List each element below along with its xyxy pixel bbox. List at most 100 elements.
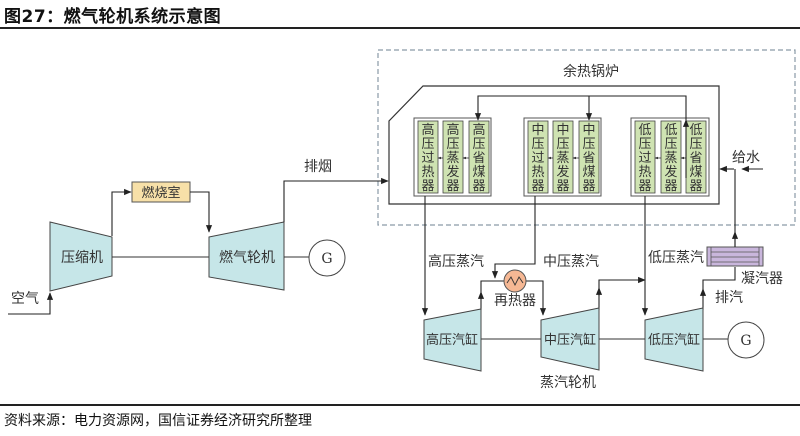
unit-label-char: 煤 [472, 165, 485, 180]
unit-label-char: 压 [582, 137, 595, 152]
lp-superheater: 低压过热器 [634, 120, 656, 194]
gas-generator-label: G [321, 251, 332, 267]
unit-label-char: 省 [472, 151, 485, 166]
flue-gas-label: 排烟 [304, 159, 332, 175]
flue-gas-line [283, 177, 389, 222]
unit-label-char: 热 [531, 165, 544, 180]
unit-label-char: 器 [582, 179, 595, 194]
svg-text:中压过热器: 中压过热器 [531, 123, 544, 194]
unit-label-char: 高 [421, 122, 434, 138]
unit-label-char: 蒸 [664, 151, 677, 166]
gas-generator [308, 239, 346, 277]
ip-evaporator: 中压蒸发器 [552, 120, 574, 194]
steam-turbine-label: 蒸汽轮机 [540, 375, 596, 391]
unit-label-char: 发 [556, 164, 569, 180]
unit-label-char: 器 [638, 179, 651, 194]
unit-label-char: 发 [446, 164, 459, 180]
unit-label-char: 过 [638, 151, 651, 166]
unit-label-char: 中 [556, 123, 569, 138]
unit-label-char: 压 [472, 137, 485, 152]
unit-label-char: 过 [421, 151, 434, 166]
hrsg-boundary [377, 49, 796, 226]
title-rule [0, 27, 800, 29]
unit-label: 高压过热器 [421, 122, 434, 194]
unit-label-char: 低 [664, 123, 677, 138]
lp-evaporator: 低压蒸发器 [660, 120, 682, 194]
unit-label-char: 蒸 [556, 151, 569, 166]
gas-turbine-label: 燃气轮机 [219, 249, 275, 266]
gas-turbine [208, 221, 285, 291]
hot-gas-line [190, 191, 213, 233]
unit-label-char: 低 [638, 123, 651, 138]
hp-superheater: 高压过热器 [417, 120, 439, 194]
air-label: 空气 [11, 291, 39, 307]
reheater-label: 再热器 [494, 293, 536, 309]
hp-steam-label: 高压蒸汽 [428, 253, 484, 270]
steam-generator-label: G [740, 333, 751, 349]
unit-label: 高压蒸发器 [446, 122, 459, 194]
combustor-label: 燃烧室 [141, 185, 180, 201]
feedwater-inlet [719, 165, 763, 247]
hp-cylinder-label: 高压汽缸 [426, 332, 478, 348]
unit-label-char: 器 [472, 179, 485, 194]
svg-text:低压省煤器: 低压省煤器 [689, 123, 702, 194]
svg-text:低压过热器: 低压过热器 [638, 123, 651, 194]
compressed-air-line [111, 188, 132, 236]
feedwater-header [474, 95, 690, 178]
ip-cylinder [540, 307, 600, 371]
unit-label-char: 中 [531, 123, 544, 138]
unit-label-char: 省 [689, 151, 702, 166]
ip-economizer: 中压省煤器 [578, 120, 600, 194]
unit-label-char: 器 [446, 179, 459, 194]
unit-label: 高压省煤器 [472, 122, 485, 194]
unit-label-char: 热 [638, 165, 651, 180]
unit-label-char: 压 [664, 137, 677, 152]
lp-economizer: 低压省煤器 [685, 120, 707, 194]
unit-label-char: 压 [421, 137, 434, 152]
figure-title: 图27：燃气轮机系统示意图 [4, 7, 222, 27]
compressor [49, 221, 113, 292]
svg-text:中压省煤器: 中压省煤器 [582, 123, 595, 194]
lp-cylinder-label: 低压汽缸 [648, 332, 700, 348]
unit-label-char: 压 [531, 137, 544, 152]
svg-text:中压蒸发器: 中压蒸发器 [556, 123, 569, 194]
ip-steam-line [491, 196, 536, 279]
unit-label-char: 器 [421, 179, 434, 194]
unit-label-char: 低 [689, 123, 702, 138]
unit-label-char: 器 [664, 179, 677, 194]
unit-label-char: 器 [531, 179, 544, 194]
source-rule [0, 404, 800, 406]
air-inlet-line [8, 292, 54, 315]
reheater-coil-icon [506, 276, 524, 287]
ip-superheater: 中压过热器 [527, 120, 549, 194]
hrsg-title: 余热锅炉 [563, 63, 619, 80]
unit-label-char: 压 [446, 137, 459, 152]
source-note: 资料来源：电力资源网，国信证券经济研究所整理 [4, 413, 312, 429]
unit-label-char: 发 [664, 164, 677, 180]
unit-label-char: 蒸 [446, 151, 459, 166]
svg-text:低压蒸发器: 低压蒸发器 [664, 123, 677, 194]
unit-label-char: 省 [582, 151, 595, 166]
hp-cylinder [423, 308, 482, 372]
ip-cylinder-label: 中压汽缸 [544, 332, 596, 348]
feedwater-label: 给水 [732, 150, 760, 166]
lp-cylinder [644, 307, 704, 372]
unit-label-char: 压 [638, 137, 651, 152]
condenser-label: 凝汽器 [741, 271, 783, 287]
hp-evaporator: 高压蒸发器 [442, 120, 464, 194]
compressor-label: 压缩机 [61, 250, 103, 266]
unit-label-char: 热 [421, 165, 434, 180]
unit-label-char: 高 [472, 122, 485, 138]
lp-steam-label: 低压蒸汽 [648, 250, 704, 266]
steam-generator [727, 321, 765, 359]
unit-label-char: 煤 [689, 165, 702, 180]
hp-economizer: 高压省煤器 [468, 120, 490, 194]
unit-label-char: 高 [446, 122, 459, 138]
ip-exhaust-line [598, 276, 646, 310]
unit-label-char: 器 [556, 179, 569, 194]
reheater [503, 269, 527, 293]
condenser [706, 246, 764, 267]
unit-label-char: 器 [689, 179, 702, 194]
unit-label-char: 煤 [582, 165, 595, 180]
